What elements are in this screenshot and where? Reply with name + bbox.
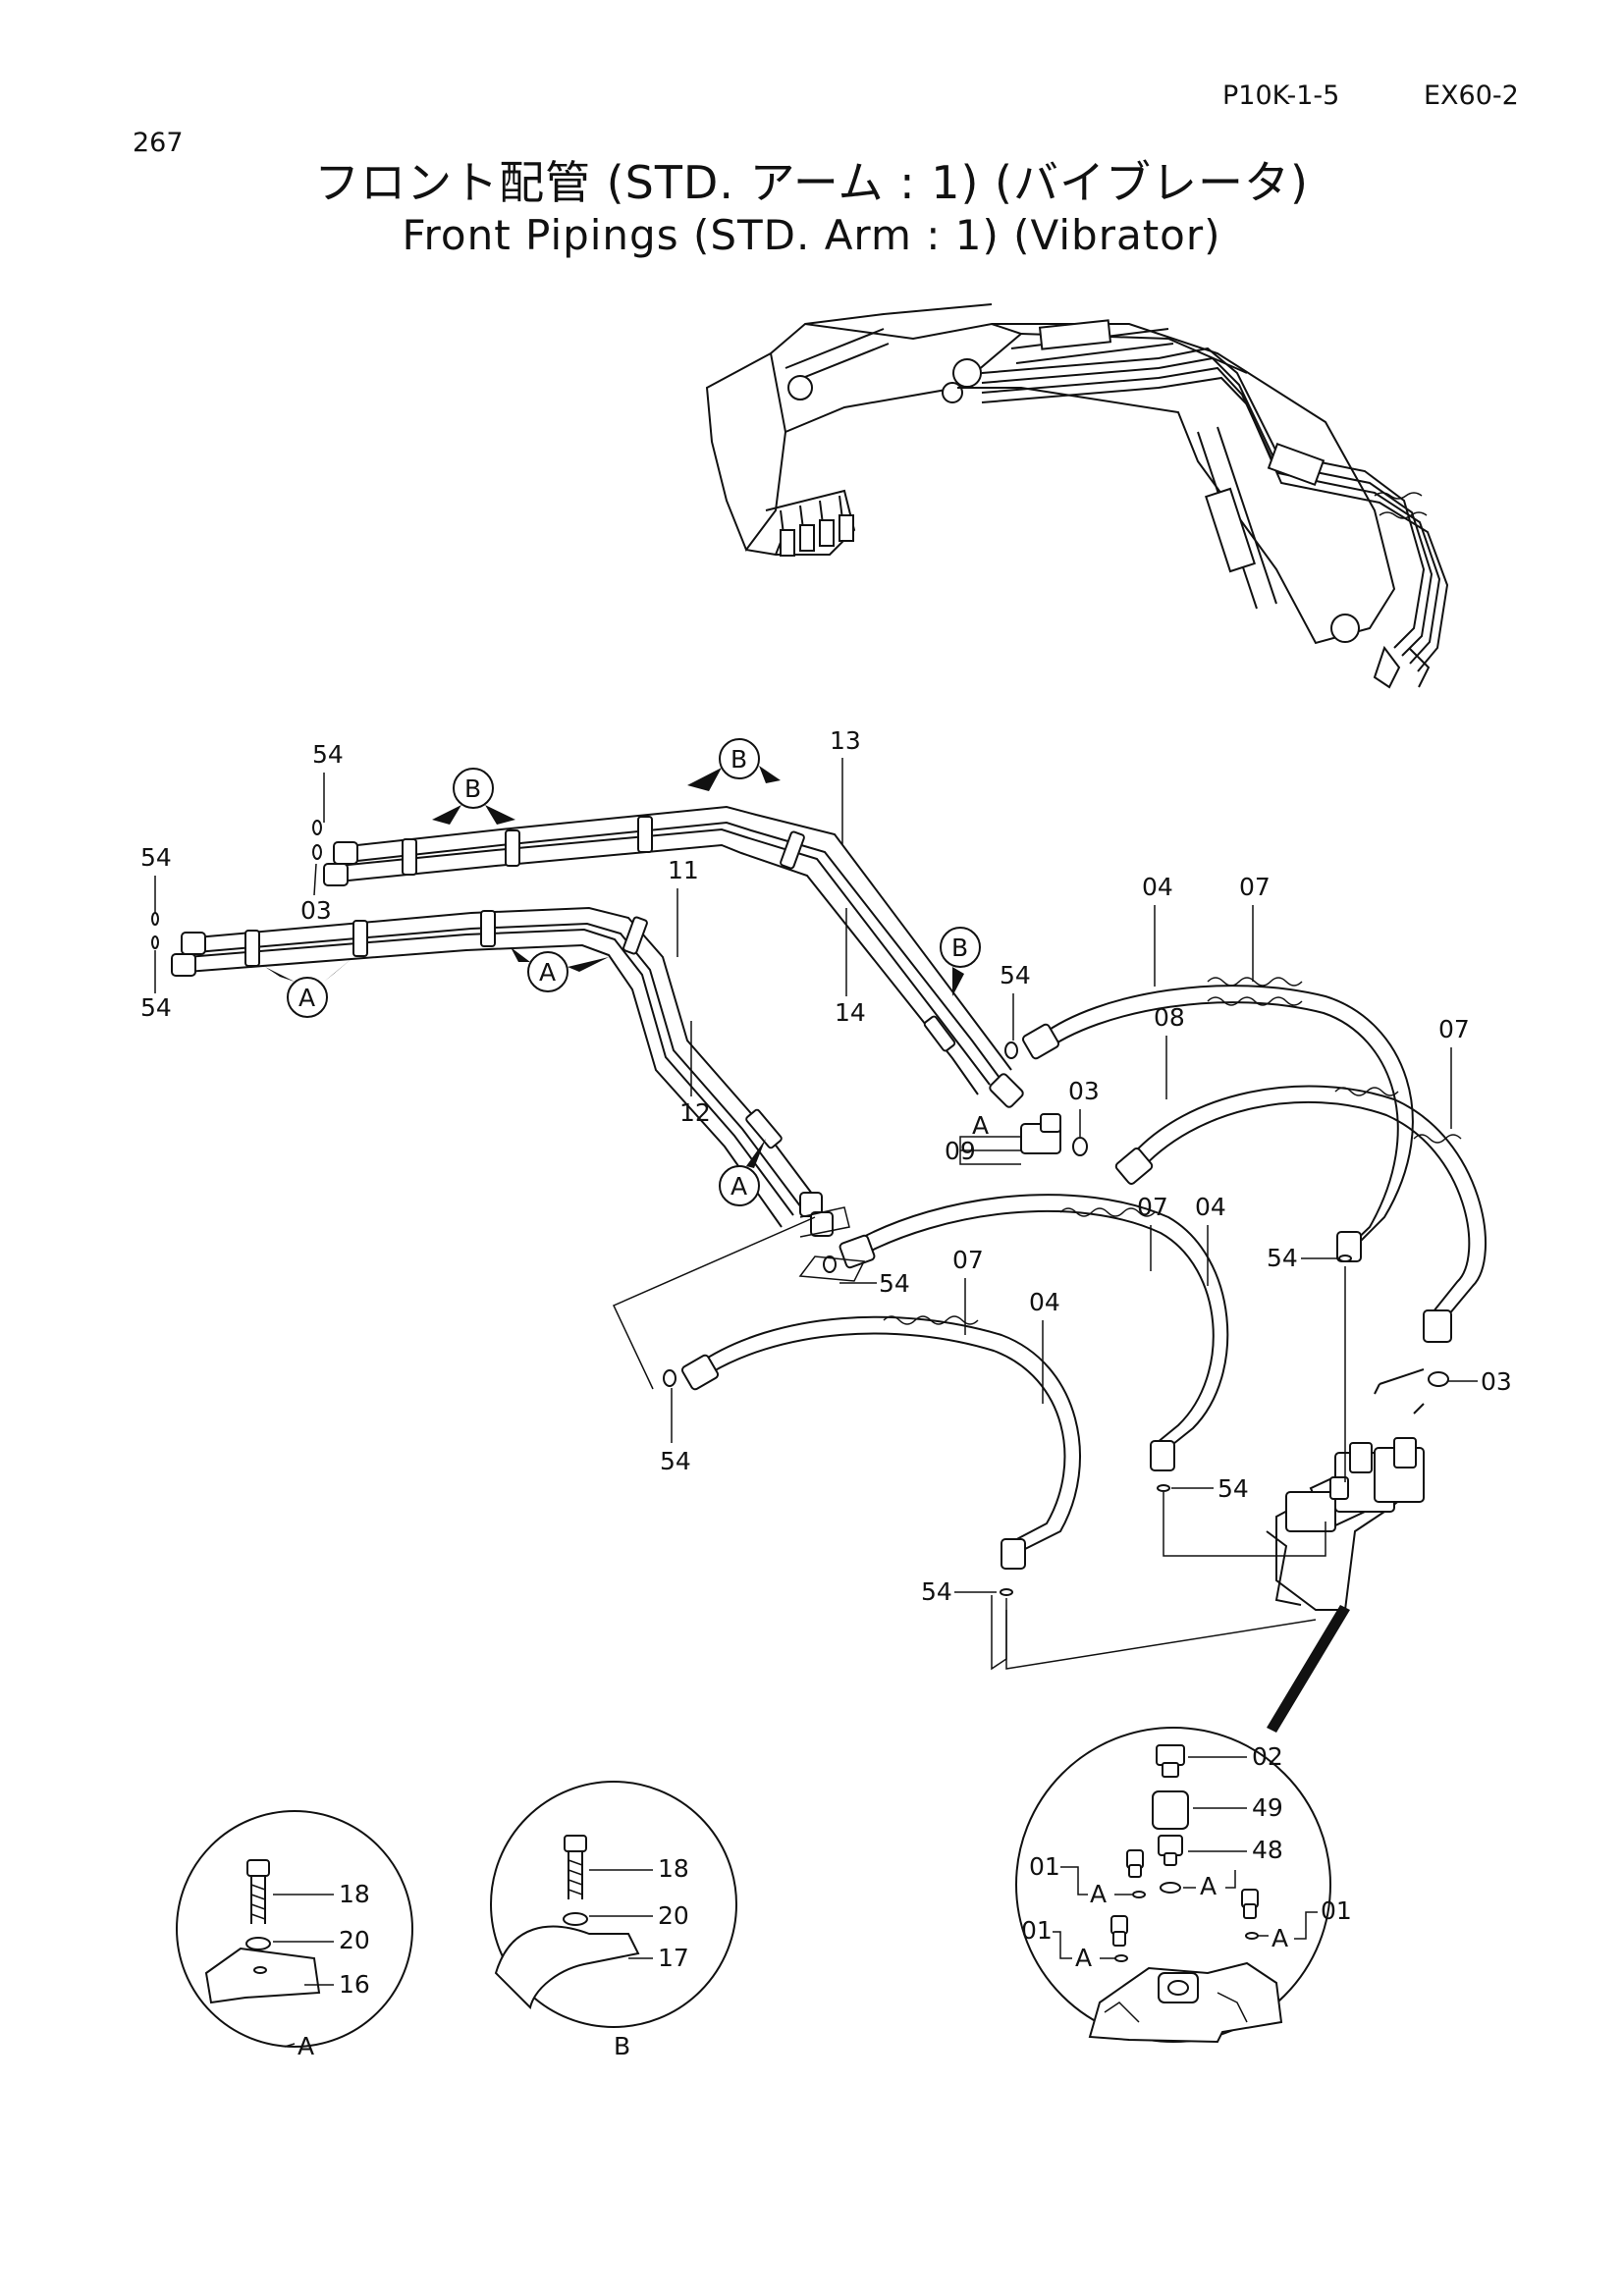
callout-54: 54 xyxy=(1217,1474,1249,1503)
marker-a: A xyxy=(1200,1872,1217,1900)
svg-text:A: A xyxy=(730,1172,747,1201)
callout-03: 03 xyxy=(1481,1367,1512,1396)
callout-03: 03 xyxy=(300,896,332,925)
callout-13: 13 xyxy=(830,726,861,755)
callout-12: 12 xyxy=(679,1098,711,1127)
svg-text:B: B xyxy=(464,774,481,803)
vibrator-valve xyxy=(1266,1368,1426,1733)
marker-a: A xyxy=(972,1111,989,1140)
callout-01: 01 xyxy=(1029,1852,1060,1881)
title-english: Front Pipings (STD. Arm : 1) (Vibrator) xyxy=(402,211,1221,259)
marker-a: A xyxy=(1271,1924,1288,1952)
section-code: P10K-1-5 xyxy=(1222,80,1340,111)
callout-07: 07 xyxy=(1239,873,1271,901)
leader-lines xyxy=(612,1206,1346,1671)
callout-54: 54 xyxy=(140,993,172,1022)
callout-20: 20 xyxy=(339,1926,370,1954)
callout-16: 16 xyxy=(339,1970,370,1999)
callout-54: 54 xyxy=(312,740,344,769)
callout-18: 18 xyxy=(658,1854,689,1883)
detail-view-b: 18 20 17 B xyxy=(490,1781,737,2060)
callout-01: 01 xyxy=(1021,1916,1053,1945)
callout-18: 18 xyxy=(339,1880,370,1908)
callout-07: 07 xyxy=(952,1246,984,1274)
hoses xyxy=(151,820,1487,1596)
marker-a: A xyxy=(1075,1944,1092,1972)
callout-14: 14 xyxy=(835,998,866,1027)
svg-text:B: B xyxy=(951,934,968,962)
callout-54: 54 xyxy=(921,1577,952,1606)
title-japanese: フロント配管 (STD. アーム : 1) (バイブレータ) xyxy=(314,156,1309,209)
callout-01: 01 xyxy=(1321,1896,1352,1925)
callout-04: 04 xyxy=(1029,1288,1060,1316)
callout-17: 17 xyxy=(658,1944,689,1972)
marker-a: A xyxy=(1090,1880,1107,1908)
callout-54: 54 xyxy=(660,1447,691,1475)
pipe-11-12-assembly xyxy=(171,906,834,1237)
callout-54: 54 xyxy=(879,1269,910,1298)
detail-b-label: B xyxy=(614,2032,630,2060)
excavator-overview xyxy=(705,303,1449,689)
pipe-13-14-assembly xyxy=(323,805,1024,1108)
callout-07: 07 xyxy=(1438,1015,1470,1043)
page-number: 267 xyxy=(133,128,184,158)
callout-54: 54 xyxy=(140,843,172,872)
callout-08: 08 xyxy=(1154,1003,1185,1032)
callout-54: 54 xyxy=(1000,961,1031,989)
svg-text:A: A xyxy=(298,984,315,1012)
model-code: EX60-2 xyxy=(1424,80,1519,111)
detail-view-a: 18 20 16 A xyxy=(176,1810,413,2060)
callout-20: 20 xyxy=(658,1901,689,1930)
valve-fitting-detail: 02 49 48 A 01 A 01 A 01 A xyxy=(1015,1727,1352,2044)
callout-04: 04 xyxy=(1195,1193,1226,1221)
svg-text:A: A xyxy=(539,958,556,987)
callout-11: 11 xyxy=(668,856,699,884)
callouts: 54 03 54 54 13 14 11 12 54 04 07 08 03 0… xyxy=(140,726,1512,1606)
callout-02: 02 xyxy=(1252,1742,1283,1771)
view-markers: B B B A A A xyxy=(265,738,981,1206)
callout-54: 54 xyxy=(1267,1244,1298,1272)
callout-49: 49 xyxy=(1252,1793,1283,1822)
callout-04: 04 xyxy=(1142,873,1173,901)
callout-48: 48 xyxy=(1252,1836,1283,1864)
callout-03: 03 xyxy=(1068,1077,1100,1105)
svg-text:B: B xyxy=(730,745,747,774)
callout-07: 07 xyxy=(1137,1193,1168,1221)
detail-a-label: A xyxy=(298,2032,314,2060)
